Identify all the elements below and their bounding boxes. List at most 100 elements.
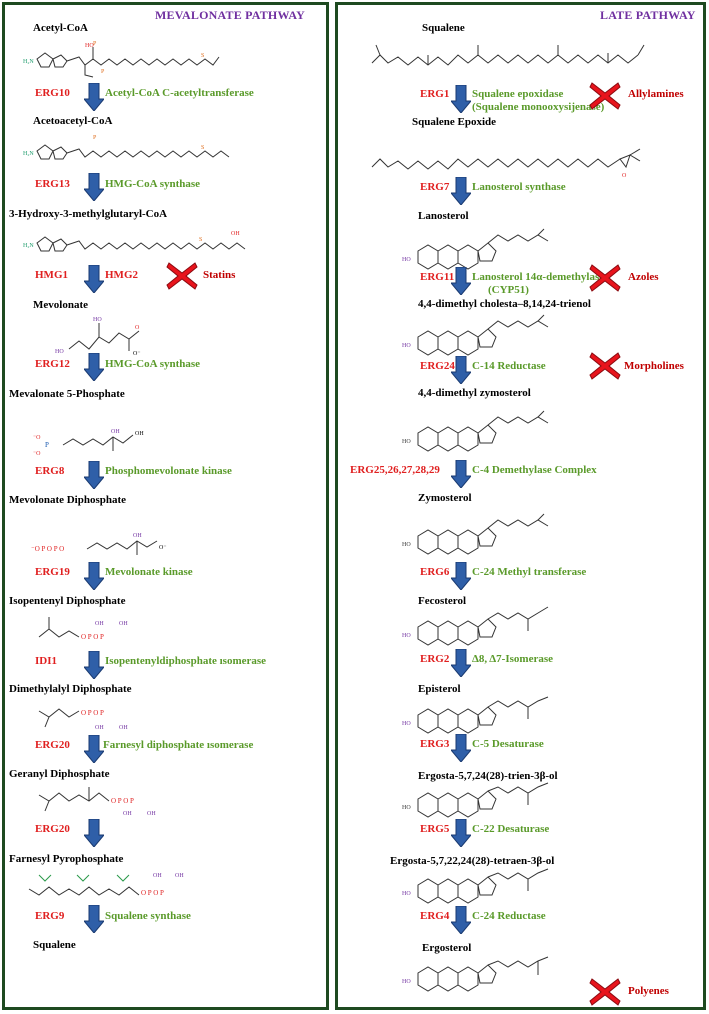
svg-text:HO: HO bbox=[402, 979, 411, 985]
svg-text:HO: HO bbox=[85, 43, 94, 49]
metabolite-mevolonate: Mevolonate bbox=[33, 299, 88, 311]
svg-text:OH: OH bbox=[147, 811, 156, 817]
svg-text:O P O P: O P O P bbox=[81, 633, 104, 641]
svg-text:P: P bbox=[93, 135, 97, 141]
metabolite-acetoacetyl-coa: Acetoacetyl-CoA bbox=[33, 115, 113, 127]
svg-text:O P O P: O P O P bbox=[141, 889, 164, 897]
reaction-arrow bbox=[451, 356, 471, 384]
reaction-arrow bbox=[84, 173, 104, 201]
enzyme-c-14-reductase: C-14 Reductase bbox=[472, 360, 546, 372]
metabolite-squalene: Squalene bbox=[422, 22, 465, 34]
svg-text:H₂N: H₂N bbox=[23, 151, 34, 157]
enzyme-c-24-methyl-transferase: C-24 Methyl transferase bbox=[472, 566, 587, 578]
gene-erg6: ERG6 bbox=[420, 566, 450, 578]
svg-text:OH: OH bbox=[119, 725, 128, 731]
metabolite-acetyl-coa: Acetyl-CoA bbox=[33, 22, 88, 34]
reaction-arrow bbox=[84, 735, 104, 763]
x-mark-icon bbox=[588, 977, 622, 1007]
metabolite-mevalonate-5-phosphate: Mevalonate 5-Phosphate bbox=[9, 388, 125, 400]
structure-zymosterol: HO bbox=[398, 508, 588, 558]
x-mark-icon bbox=[588, 263, 622, 293]
structure-acetoacetyl-coa: H₂N P S bbox=[19, 129, 249, 173]
metabolite-farnesyl-pyrophosphate: Farnesyl Pyrophosphate bbox=[9, 853, 124, 865]
svg-text:OH: OH bbox=[95, 621, 104, 627]
svg-text:OH: OH bbox=[175, 873, 184, 879]
svg-text:OH: OH bbox=[111, 429, 120, 435]
svg-text:OH: OH bbox=[133, 533, 142, 539]
metabolite-dimethyl-cholesta-trienol: 4,4-dimethyl cholesta–8,14,24-trienol bbox=[418, 298, 591, 310]
gene-erg20-2: ERG20 bbox=[35, 823, 70, 835]
gene-erg2: ERG2 bbox=[420, 653, 450, 665]
reaction-arrow bbox=[451, 649, 471, 677]
structure-geranyl-diphosphate: O P O P OH OH bbox=[35, 783, 195, 819]
svg-text:HO: HO bbox=[402, 343, 411, 349]
svg-text:S: S bbox=[201, 53, 204, 59]
svg-text:HO: HO bbox=[55, 349, 64, 355]
svg-text:OH: OH bbox=[119, 621, 128, 627]
x-mark-icon bbox=[588, 351, 622, 381]
gene-erg11: ERG11 bbox=[420, 271, 455, 283]
reaction-arrow bbox=[84, 651, 104, 679]
reaction-arrow bbox=[84, 905, 104, 933]
reaction-arrow bbox=[84, 562, 104, 590]
svg-text:OH: OH bbox=[153, 873, 162, 879]
metabolite-lanosterol: Lanosterol bbox=[418, 210, 469, 222]
svg-text:P: P bbox=[101, 69, 105, 75]
gene-erg5: ERG5 bbox=[420, 823, 450, 835]
enzyme-hmg-coa-synthase-2: HMG-CoA synthase bbox=[105, 358, 201, 370]
structure-episterol: HO bbox=[398, 695, 598, 737]
svg-text:O P O P: O P O P bbox=[81, 709, 104, 717]
reaction-arrow bbox=[84, 461, 104, 489]
svg-text:HO: HO bbox=[93, 317, 102, 323]
enzyme-squalene-synthase: Squalene synthase bbox=[105, 910, 191, 922]
svg-text:⁻O P O P O: ⁻O P O P O bbox=[31, 545, 64, 553]
gene-erg8: ERG8 bbox=[35, 465, 65, 477]
metabolite-hmg-coa: 3-Hydroxy-3-methylglutaryl-CoA bbox=[9, 208, 168, 220]
enzyme-squalene-epoxidase: Squalene epoxidase bbox=[472, 88, 564, 100]
structure-ergosta-trienol: HO bbox=[398, 781, 598, 821]
late-pathway-panel: LATE PATHWAY Squalene ERG1 Squalene epox… bbox=[335, 2, 706, 1010]
reaction-arrow bbox=[451, 267, 471, 295]
enzyme-squalene-monooxygenase: (Squalene monooxysijenase) bbox=[472, 101, 605, 113]
enzyme-c-22-desaturase: C-22 Desaturase bbox=[472, 823, 550, 835]
gene-idi1: IDI1 bbox=[35, 655, 58, 667]
svg-text:HO: HO bbox=[402, 257, 411, 263]
structure-isopentenyl-diphosphate: O P O P OH OH bbox=[35, 613, 175, 651]
svg-text:O: O bbox=[622, 173, 627, 179]
enzyme-cyp51: (CYP51) bbox=[488, 284, 529, 296]
metabolite-squalene-end: Squalene bbox=[33, 939, 76, 951]
svg-text:OH: OH bbox=[95, 725, 104, 731]
svg-text:O P O P: O P O P bbox=[111, 797, 134, 805]
metabolite-ergosterol: Ergosterol bbox=[422, 942, 472, 954]
metabolite-ergosta-tetraenol: Ergosta-5,7,22,24(28)-tetraen-3β-ol bbox=[390, 855, 555, 867]
reaction-arrow bbox=[451, 177, 471, 205]
svg-text:P: P bbox=[93, 41, 97, 47]
svg-text:OH: OH bbox=[135, 431, 144, 437]
svg-text:HO: HO bbox=[402, 721, 411, 727]
svg-text:OH: OH bbox=[231, 231, 240, 237]
drug-azoles: Azoles bbox=[628, 271, 659, 283]
svg-text:HO: HO bbox=[402, 439, 411, 445]
metabolite-geranyl-diphosphate: Geranyl Diphosphate bbox=[9, 768, 110, 780]
svg-text:⁻O: ⁻O bbox=[33, 451, 41, 457]
gene-erg7: ERG7 bbox=[420, 181, 450, 193]
gene-erg3: ERG3 bbox=[420, 738, 450, 750]
metabolite-fecosterol: Fecosterol bbox=[418, 595, 467, 607]
drug-morpholines: Morpholines bbox=[624, 360, 684, 372]
metabolite-ergosta-trienol: Ergosta-5,7,24(28)-trien-3β-ol bbox=[418, 770, 558, 782]
svg-text:HO: HO bbox=[402, 891, 411, 897]
enzyme-isopentenyldiphosphate-isomerase: Isopentenyldiphosphate ısomerase bbox=[105, 655, 267, 667]
drug-polyenes: Polyenes bbox=[628, 985, 669, 997]
svg-text:S: S bbox=[201, 145, 204, 151]
enzyme-c-5-desaturase: C-5 Desaturase bbox=[472, 738, 544, 750]
enzyme-phosphomevolonate-kinase: Phosphomevolonate kinase bbox=[105, 465, 232, 477]
gene-erg24: ERG24 bbox=[420, 360, 455, 372]
enzyme-acetyl-coa-c-acetyltransferase: Acetyl-CoA C-acetyltransferase bbox=[105, 87, 254, 99]
svg-text:OH: OH bbox=[123, 811, 132, 817]
panel-title: MEVALONATE PATHWAY bbox=[155, 8, 305, 22]
structure-dimethylalyl-diphosphate: O P O P OH OH bbox=[35, 699, 175, 737]
